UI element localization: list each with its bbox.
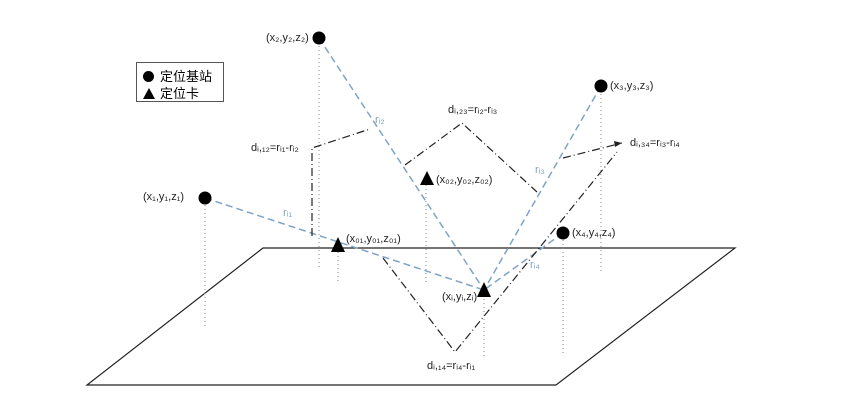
circle-icon bbox=[143, 71, 154, 82]
difference-line-34 bbox=[562, 142, 623, 159]
range-line-4 bbox=[483, 232, 564, 291]
tag-i-label: (xᵢ,yᵢ,zᵢ) bbox=[442, 291, 478, 303]
base-station-4 bbox=[556, 226, 570, 240]
station-1-label: (x₁,y₁,z₁) bbox=[143, 191, 185, 203]
projection-lines bbox=[204, 46, 602, 358]
range-line-2 bbox=[318, 37, 485, 291]
difference-label-34: dᵢ,₃₄=rᵢ₃-rᵢ₄ bbox=[630, 137, 680, 149]
base-station-3 bbox=[594, 79, 608, 93]
range-label-4: rᵢ₄ bbox=[530, 259, 540, 271]
range-label-3: rᵢ₃ bbox=[535, 164, 545, 176]
base-station-2 bbox=[312, 31, 326, 45]
range-label-1: rᵢ₁ bbox=[283, 207, 293, 219]
range-label-2: rᵢ₂ bbox=[375, 114, 385, 126]
tag-02-label: (x₀₂,y₀₂,z₀₂) bbox=[436, 174, 493, 186]
range-line-3 bbox=[483, 85, 602, 291]
difference-label-14: dᵢ,₁₄=rᵢ₄-rᵢ₁ bbox=[427, 360, 476, 372]
legend-tag: 定位卡 bbox=[160, 87, 200, 102]
base-stations bbox=[198, 31, 608, 240]
tag-01-label: (x₀₁,y₀₁,z₀₁) bbox=[346, 233, 401, 245]
difference-line-23 bbox=[404, 122, 538, 193]
difference-line-14 bbox=[382, 151, 618, 353]
tag-01 bbox=[331, 237, 345, 252]
station-4-label: (x₄,y₄,z₄) bbox=[572, 227, 616, 239]
triangle-icon bbox=[143, 88, 155, 99]
legend: 定位基站 定位卡 bbox=[136, 62, 224, 102]
base-station-1 bbox=[198, 191, 212, 205]
range-line-1 bbox=[204, 197, 485, 291]
difference-lines bbox=[311, 122, 623, 353]
difference-line-12 bbox=[311, 128, 371, 236]
tag-02 bbox=[420, 171, 434, 185]
ground-plane bbox=[85, 247, 737, 386]
range-lines bbox=[204, 37, 602, 291]
difference-label-23: dᵢ,₂₃=rᵢ₂-rᵢ₃ bbox=[448, 104, 498, 116]
station-3-label: (x₃,y₃,z₃) bbox=[610, 80, 654, 92]
tag-i bbox=[477, 282, 491, 297]
legend-base-station: 定位基站 bbox=[160, 70, 213, 85]
difference-label-12: dᵢ,₁₂=rᵢ₁-rᵢ₂ bbox=[251, 142, 299, 154]
tags bbox=[331, 171, 491, 297]
station-2-label: (x₂,y₂,z₂) bbox=[266, 32, 309, 44]
